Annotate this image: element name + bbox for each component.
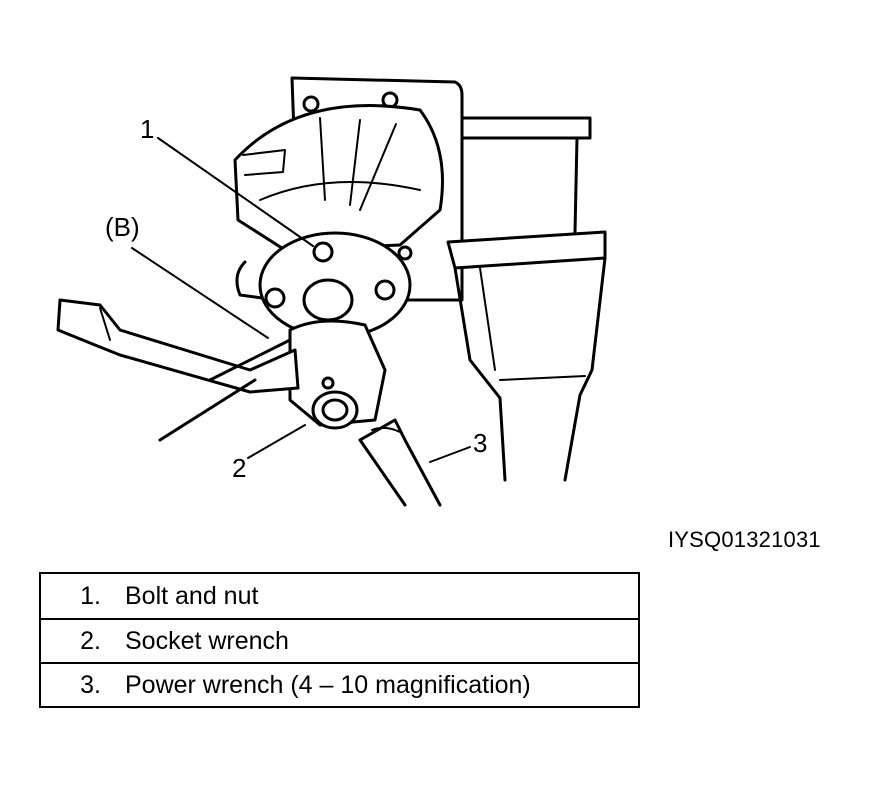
legend-text: Socket wrench: [125, 626, 289, 655]
leader-lines: [131, 137, 471, 463]
legend-row: 2. Socket wrench: [41, 618, 638, 662]
support-rails: [446, 116, 607, 482]
box-wrench: [56, 298, 300, 442]
callout-b: (B): [105, 212, 140, 242]
figure-id: IYSQ01321031: [668, 527, 821, 552]
legend-text: Power wrench (4 – 10 magnification): [125, 670, 531, 699]
flange: [235, 231, 413, 339]
callout-2: 2: [232, 453, 247, 483]
legend-row: 1. Bolt and nut: [41, 574, 638, 618]
legend-table: 1. Bolt and nut 2. Socket wrench 3. Powe…: [39, 572, 640, 708]
bell-housing: [233, 104, 444, 252]
power-wrench: [358, 418, 442, 507]
callout-1: 1: [140, 114, 155, 144]
callout-3: 3: [473, 428, 488, 458]
legend-number: 1.: [80, 581, 101, 610]
wrench-assembly-illustration: [56, 76, 607, 507]
legend-number: 2.: [80, 626, 101, 655]
socket-assembly: [288, 319, 387, 430]
legend-number: 3.: [80, 670, 101, 699]
legend-row: 3. Power wrench (4 – 10 magnification): [41, 662, 638, 706]
legend-text: Bolt and nut: [125, 581, 259, 610]
